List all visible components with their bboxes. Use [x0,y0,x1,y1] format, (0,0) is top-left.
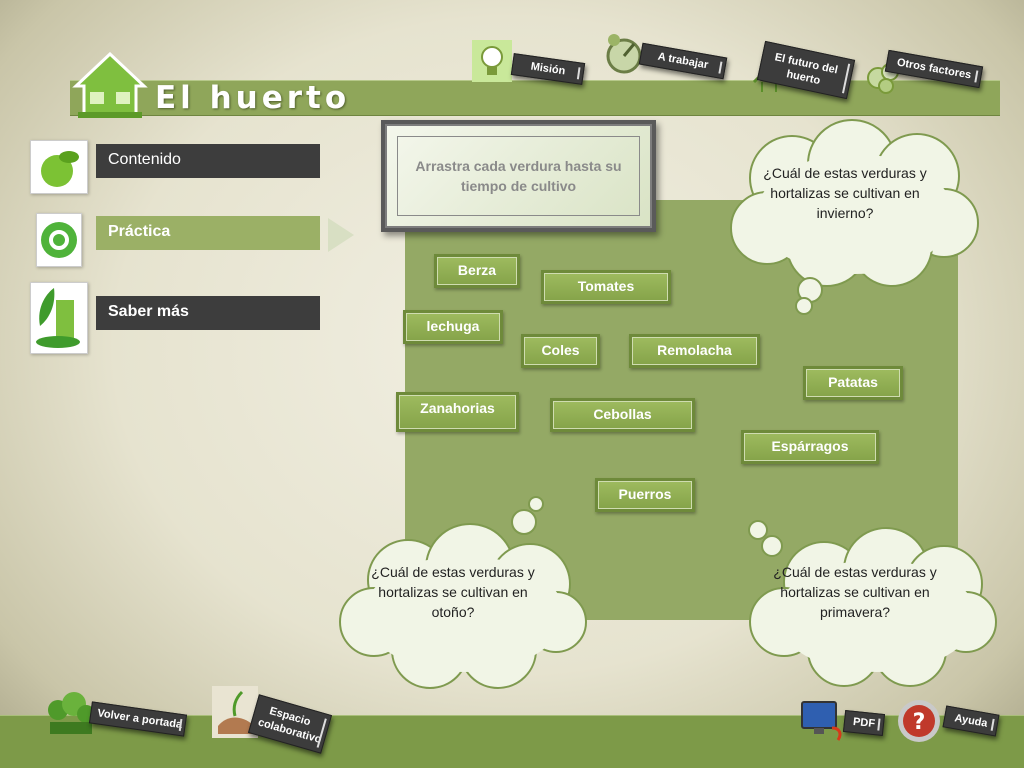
leaves-icon[interactable] [864,54,904,96]
recycle-icon-frame[interactable] [36,213,82,267]
active-arrow [328,218,354,252]
veg-remolacha[interactable]: Remolacha [629,334,760,368]
veg-tomates[interactable]: Tomates [541,270,671,304]
pdf-button[interactable]: PDF [842,709,886,737]
question-otono: ¿Cuál de estas verduras y hortalizas se … [371,564,535,620]
question-primavera: ¿Cuál de estas verduras y hortalizas se … [773,564,937,620]
page-title: El huerto [155,80,351,116]
drop-zone-primavera[interactable] [740,518,1004,698]
monitor-icon[interactable] [798,698,846,742]
hand-plant-icon[interactable] [212,686,258,738]
question-invierno: ¿Cuál de estas verduras y hortalizas se … [763,165,927,221]
veg-lechuga[interactable]: lechuga [403,310,503,344]
menu-contenido[interactable]: Contenido [96,144,320,178]
recycle-icon [41,222,77,258]
menu-saber-mas[interactable]: Saber más [96,296,320,330]
instruction-box: Arrastra cada verdura hasta su tiempo de… [381,120,656,232]
eco-building-icon-frame[interactable] [30,282,88,354]
veg-cebollas[interactable]: Cebollas [550,398,695,432]
house-icon [72,52,148,118]
veg-patatas[interactable]: Patatas [803,366,903,400]
leaf-ball-icon-frame[interactable] [30,140,88,194]
drop-zone-invierno[interactable] [722,118,986,318]
forest-icon[interactable] [46,688,96,738]
veg-berza[interactable]: Berza [434,254,520,288]
instruction-text: Arrastra cada verdura hasta su tiempo de… [397,136,640,216]
veg-puerros[interactable]: Puerros [595,478,695,512]
svg-text:?: ? [913,710,926,735]
eco-building-icon [36,288,80,348]
veg-coles[interactable]: Coles [521,334,600,368]
leaf-ball-icon [41,151,79,187]
help-icon[interactable]: ? [896,698,942,744]
veg-zanahorias[interactable]: Zanahorias [396,392,519,432]
drop-zone-otono[interactable] [330,494,594,694]
veg-esparragos[interactable]: Espárragos [741,430,879,464]
nav-a-trabajar[interactable]: A trabajar [638,42,728,80]
bulb-icon[interactable] [472,40,512,82]
menu-practica[interactable]: Práctica [96,216,320,250]
